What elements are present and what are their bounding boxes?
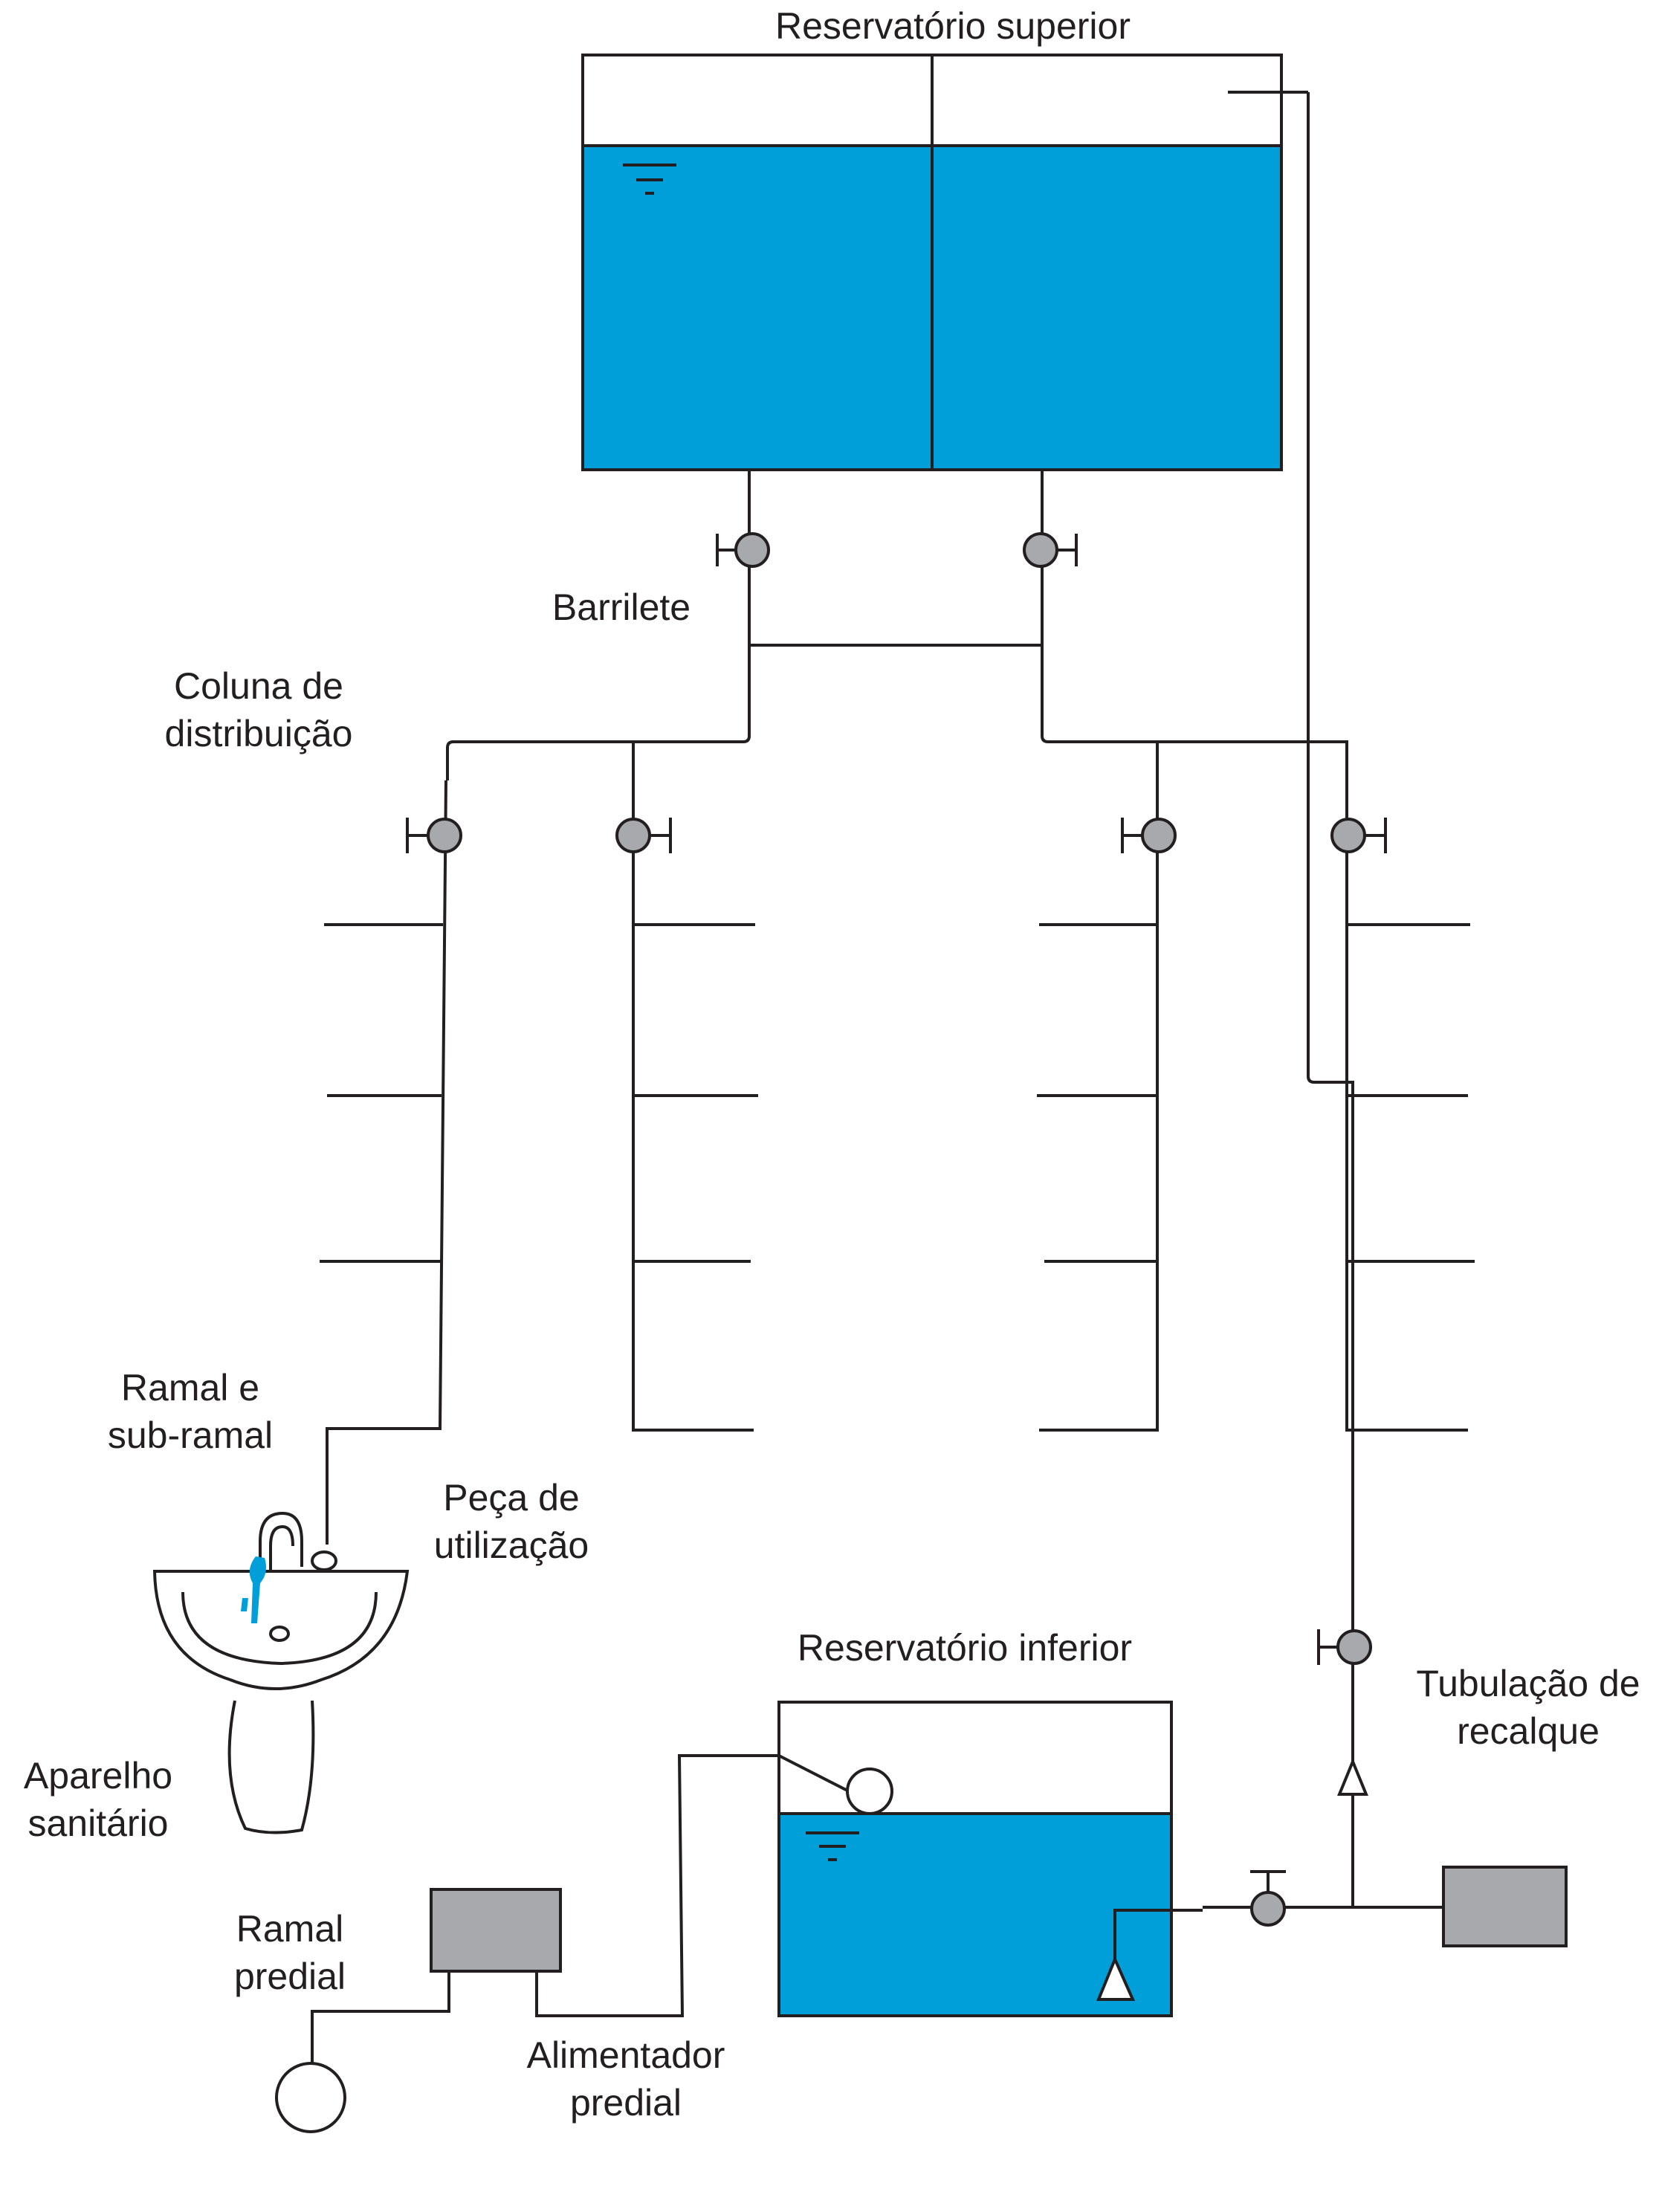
building-feeder-pipe	[535, 1754, 779, 2017]
gate-valve-icon	[1023, 532, 1078, 568]
foot-valve-icon	[1096, 1955, 1136, 2001]
sanitary-appliance-label-line1: Aparelho	[24, 1755, 172, 1797]
pumping-pipe-label-line2: recalque	[1457, 1710, 1600, 1752]
water-level-icon	[623, 164, 676, 195]
water-level-icon	[806, 1831, 859, 1861]
fixture-piece-label-line1: Peça de	[443, 1477, 579, 1519]
building-feeder-label-line2: predial	[570, 2082, 682, 2124]
sink-icon	[152, 1570, 410, 1834]
pump-icon	[1442, 1866, 1568, 1947]
lower-reservoir	[777, 1701, 1203, 2017]
gate-valve-icon	[615, 818, 672, 853]
building-branch-label-line1: Ramal	[236, 1908, 343, 1950]
building-feeder-label-line1: Alimentador	[527, 2034, 725, 2076]
gate-valve-icon	[1317, 1629, 1372, 1665]
branch-label-line2: sub-ramal	[108, 1414, 273, 1456]
pumping-pipe	[1203, 92, 1443, 1909]
pumping-pipe-label-line1: Tubulação de	[1416, 1663, 1640, 1704]
upper-reservoir	[581, 54, 1308, 471]
distribution-column-label-line1: Coluna de	[174, 665, 343, 707]
faucet-icon	[241, 1511, 337, 1623]
float-valve-icon	[846, 1768, 893, 1815]
gate-valve-icon	[716, 532, 770, 568]
distribution-column-label-line2: distribuição	[165, 713, 353, 754]
branch-label-line1: Ramal e	[121, 1367, 259, 1409]
gate-valve-icon	[1330, 818, 1387, 853]
building-branch-pipe	[311, 1971, 450, 2063]
lower-reservoir-tank	[777, 1701, 1173, 2017]
building-branch-label-line2: predial	[234, 1956, 346, 1997]
street-main-icon	[275, 2062, 346, 2133]
water-meter-icon	[430, 1888, 562, 1973]
upper-reservoir-label: Reservatório superior	[775, 5, 1131, 47]
fixture-piece-label-line2: utilização	[434, 1524, 589, 1566]
manifold-pipes	[446, 470, 1348, 807]
lower-reservoir-label: Reservatório inferior	[798, 1627, 1132, 1669]
check-valve-icon	[1337, 1757, 1368, 1796]
manifold-label: Barrilete	[552, 586, 691, 628]
gate-valve-icon	[1250, 1870, 1286, 1927]
sanitary-appliance-label-line2: sanitário	[28, 1802, 169, 1844]
water-stream-icon	[249, 1556, 266, 1623]
gate-valve-icon	[406, 818, 462, 853]
distribution-columns	[320, 780, 1475, 1545]
gate-valve-icon	[1121, 818, 1177, 853]
